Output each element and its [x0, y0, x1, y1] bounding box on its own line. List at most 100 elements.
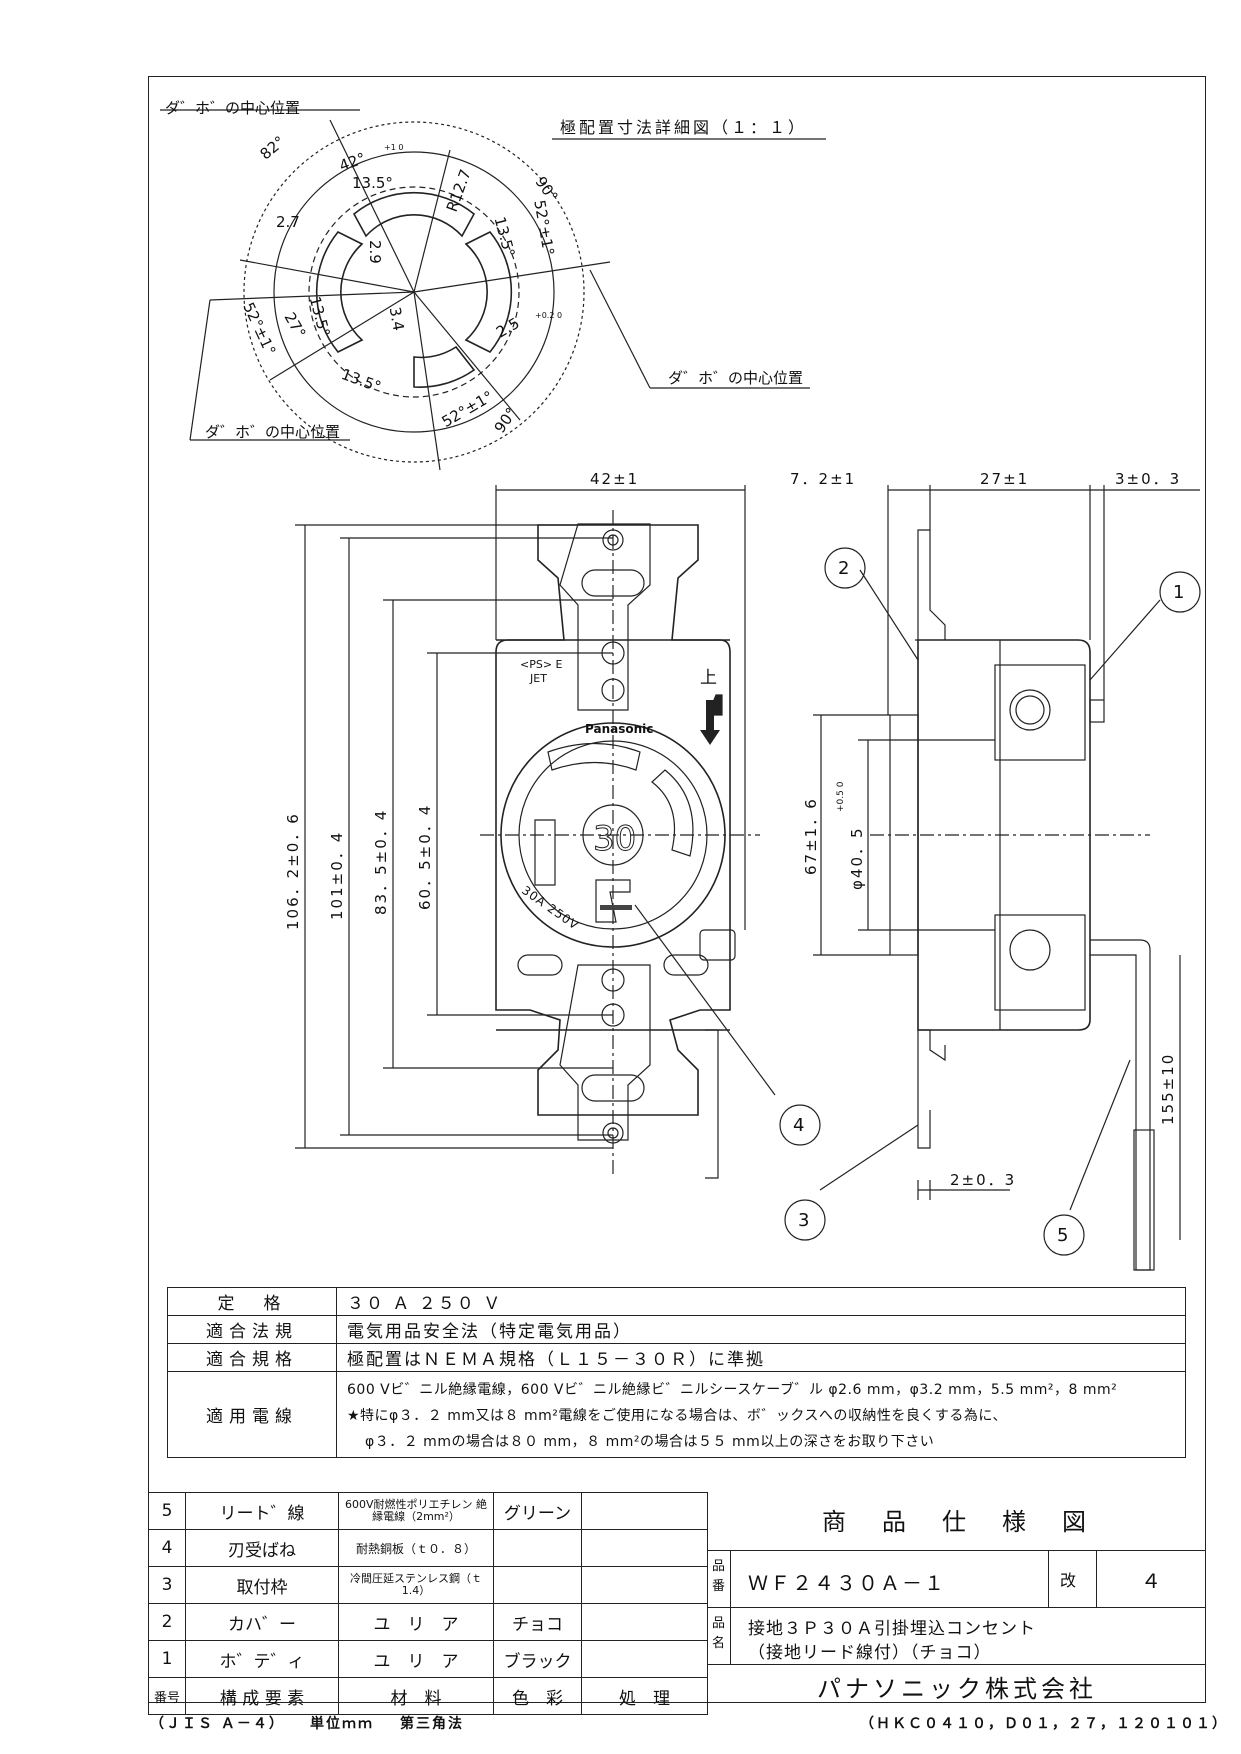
standard-label: 適合規格 — [167, 1343, 337, 1372]
jet-mark: JET — [529, 672, 547, 685]
part-no: 3 — [148, 1566, 186, 1604]
doc-title: 商 品 仕 様 図 — [822, 1508, 1092, 1536]
parts-row: 4 刃受ばね 耐熱銅板（ｔ０．８） — [148, 1529, 708, 1567]
dim-13-5-right: 13.5° — [491, 215, 519, 259]
part-process — [581, 1492, 708, 1530]
dim-42: 42° — [337, 149, 368, 175]
standard-value: 極配置はＮＥＭＡ規格（Ｌ１５－３０Ｒ）に準拠 — [336, 1343, 1186, 1372]
parts-row: 1 ホ゛テ゛ィ ユ リ ア ブラック — [148, 1640, 708, 1678]
dim-52-bottom: 52°±1° — [439, 387, 497, 431]
part-process — [581, 1529, 708, 1567]
callout-5: 5 — [1057, 1225, 1068, 1246]
callout-1: 1 — [1173, 582, 1184, 603]
dowel-label-top: ダ゛ホ゛の中心位置 — [165, 99, 300, 117]
dim-52-left: 52°±1° — [239, 300, 279, 359]
rating-label: 定 格 — [167, 1287, 337, 1316]
wire-line-1: 600 Vビ゛ニル絶縁電線，600 Vビ゛ニル絶縁ビ゛ニルシースケーブ゛ル φ2… — [347, 1381, 1118, 1398]
part-color — [493, 1529, 582, 1567]
header-material: 材 料 — [338, 1677, 494, 1715]
part-name: 取付枠 — [185, 1566, 339, 1604]
center-marking: 30 — [593, 819, 636, 859]
part-color — [493, 1566, 582, 1604]
footer-projection: 第三角法 — [400, 1716, 464, 1732]
part-name: リート゛線 — [185, 1492, 339, 1530]
ps-e-mark: <PS> E — [520, 658, 563, 671]
name-label: 品名 — [712, 1616, 726, 1651]
panasonic-brand: Panasonic — [585, 722, 653, 736]
dim-27: 27±1 — [980, 470, 1029, 488]
dim-width-42: 42±1 — [590, 470, 639, 488]
dim-83-5: 83．5±0．4 — [372, 809, 390, 915]
part-material: 耐熱銅板（ｔ０．８） — [338, 1529, 494, 1567]
spec-table: 定 格 ３０ Ａ ２５０ Ｖ 適合法規 電気用品安全法（特定電気用品） 適合規格… — [167, 1287, 1186, 1458]
part-no: 1 — [148, 1640, 186, 1678]
part-color: チョコ — [493, 1603, 582, 1641]
wire-line-2: ★特にφ３．２ mm又は８ mm²電線をご使用になる場合は、ボ゛ックスへの収納性… — [347, 1407, 1008, 1424]
dim-13-5-top: 13.5° — [352, 174, 393, 192]
up-label: 上 — [700, 668, 717, 688]
callout-4-circle — [779, 1104, 821, 1146]
dim-67: 67±1．6 — [802, 797, 820, 875]
part-number: ＷＦ２４３０Ａ－１ — [748, 1571, 946, 1595]
revision-label: 改 — [1060, 1571, 1077, 1590]
parts-table: 5 リート゛線 600V耐燃性ポリエチレン 絶縁電線（2mm²） グリーン 4 … — [148, 1492, 708, 1715]
parts-row: 2 カハ゛ー ユ リ ア チョコ — [148, 1603, 708, 1641]
dim-155: 155±10 — [1159, 1053, 1177, 1125]
parts-row: 5 リート゛線 600V耐燃性ポリエチレン 絶縁電線（2mm²） グリーン — [148, 1492, 708, 1530]
footer-jis: （ＪＩＳ Ａ－４） — [150, 1716, 285, 1732]
callout-4: 4 — [793, 1115, 804, 1136]
callout-5-circle — [1043, 1214, 1085, 1256]
dowel-label-left: ダ゛ホ゛の中心位置 — [205, 423, 340, 441]
header-process: 処 理 — [581, 1677, 708, 1715]
product-name-1: 接地３Ｐ３０Ａ引掛埋込コンセント — [748, 1619, 1036, 1639]
dim-2: 2±0．3 — [950, 1171, 1016, 1189]
part-name: ホ゛テ゛ィ — [185, 1640, 339, 1678]
company-name: パナソニック株式会社 — [817, 1675, 1097, 1703]
up-arrow-icon — [700, 700, 720, 745]
part-name: 刃受ばね — [185, 1529, 339, 1567]
title-block: 商 品 仕 様 図 品番 ＷＦ２４３０Ａ－１ 改 ４ 品名 接地３Ｐ３０Ａ引掛埋… — [708, 1492, 1206, 1703]
front-view — [295, 485, 776, 1179]
part-material: ユ リ ア — [338, 1603, 494, 1641]
revision: ４ — [1141, 1569, 1161, 1593]
pole-detail-view — [160, 109, 826, 471]
dim-13-5-bottom: 13.5° — [339, 365, 384, 396]
callout-2: 2 — [838, 558, 849, 579]
dim-r12-7: R12.7 — [443, 167, 475, 214]
part-name: カハ゛ー — [185, 1603, 339, 1641]
dim-phi-40-5: φ40．5 — [848, 826, 866, 890]
part-color: グリーン — [493, 1492, 582, 1530]
side-view — [813, 485, 1200, 1271]
part-material: ユ リ ア — [338, 1640, 494, 1678]
partno-label: 品番 — [712, 1559, 726, 1594]
dim-2-9: 2.9 — [366, 240, 384, 264]
dim-82: 82° — [257, 132, 289, 163]
header-color: 色 彩 — [493, 1677, 582, 1715]
part-no: 5 — [148, 1492, 186, 1530]
law-value: 電気用品安全法（特定電気用品） — [336, 1315, 1186, 1344]
dim-27: 27° — [281, 309, 310, 341]
footer-code: （ＨＫＣ０４１０，Ｄ０１，２７，１２０１０１） — [860, 1716, 1228, 1732]
dim-101: 101±0．4 — [328, 831, 346, 920]
part-color: ブラック — [493, 1640, 582, 1678]
dim-90-bottom: 90° — [491, 404, 521, 436]
dim-52-right: 52°±1° — [530, 199, 557, 257]
rating-value: ３０ Ａ ２５０ Ｖ — [336, 1287, 1186, 1316]
header-component: 構 成 要 素 — [185, 1677, 339, 1715]
dim-106-2: 106．2±0．6 — [284, 812, 302, 930]
dim-3-4: 3.4 — [386, 306, 408, 333]
product-name-2: （接地リード線付）（チョコ） — [748, 1643, 992, 1663]
dim-3: 3±0．3 — [1115, 470, 1181, 488]
callout-3-circle — [784, 1199, 826, 1241]
dim-2-5: 2.5 — [493, 314, 523, 342]
header-no: 番号 — [148, 1677, 186, 1715]
callout-3: 3 — [798, 1210, 809, 1231]
callout-2-circle — [824, 547, 866, 589]
part-material: 600V耐燃性ポリエチレン 絶縁電線（2mm²） — [338, 1492, 494, 1530]
dim-60-5: 60．5±0．4 — [416, 804, 434, 910]
wire-label: 適用電線 — [167, 1371, 337, 1458]
dowel-label-right: ダ゛ホ゛の中心位置 — [668, 369, 803, 387]
footer-unit: 単位ｍｍ — [310, 1716, 374, 1732]
parts-row: 3 取付枠 冷間圧延ステンレス鋼（ｔ1.4） — [148, 1566, 708, 1604]
